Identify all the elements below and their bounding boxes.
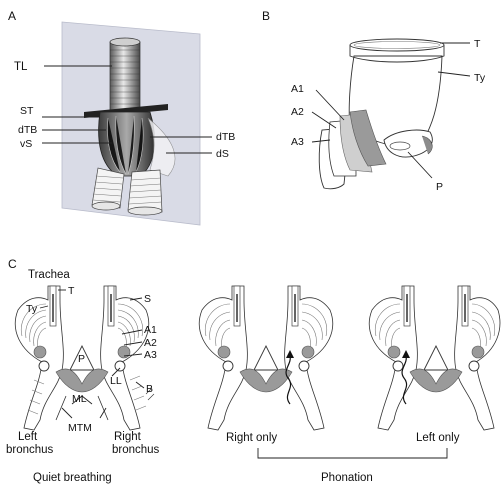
label-c-p: P <box>78 353 85 365</box>
panel-b: B T Ty A1 A2 A3 P <box>262 9 486 193</box>
label-t: T <box>474 38 481 50</box>
label-c-s: S <box>144 293 151 305</box>
label-c-ll: LL <box>110 375 122 387</box>
label-c-a3: A3 <box>144 349 157 361</box>
label-c-b: B <box>146 383 153 395</box>
label-tl: TL <box>14 61 28 73</box>
phonation-bracket <box>258 448 447 458</box>
label-a2: A2 <box>291 106 304 118</box>
syrinx-right-only <box>199 286 332 430</box>
label-ty: Ty <box>474 72 486 84</box>
tracheal-ring-top <box>350 39 444 51</box>
panel-b-letter: B <box>262 9 270 23</box>
syrinx-left-only <box>369 286 500 430</box>
caption-left-only: Left only <box>416 432 460 444</box>
label-c-a1: A1 <box>144 324 157 336</box>
label-a3: A3 <box>291 136 304 148</box>
panel-a: A <box>8 9 235 225</box>
panel-c-letter: C <box>8 257 17 271</box>
panel-c: C <box>6 257 500 484</box>
label-p: P <box>436 181 443 193</box>
trachea-tube <box>110 38 140 112</box>
caption-right-only: Right only <box>226 432 277 444</box>
label-st: ST <box>20 105 34 117</box>
label-ds: dS <box>216 148 229 160</box>
label-a1: A1 <box>291 83 304 95</box>
label-c-a2: A2 <box>144 337 157 349</box>
label-dtb-left: dTB <box>18 124 37 136</box>
label-c-t: T <box>68 285 75 297</box>
label-c-mtm: MTM <box>68 422 92 434</box>
label-left-bronchus-2: bronchus <box>6 444 54 456</box>
label-trachea: Trachea <box>28 269 70 281</box>
label-right-bronchus-1: Right <box>114 431 142 443</box>
caption-quiet-breathing: Quiet breathing <box>33 472 112 484</box>
panel-a-letter: A <box>8 9 16 23</box>
label-left-bronchus-1: Left <box>18 431 38 443</box>
label-c-ty: Ty <box>26 303 38 315</box>
label-vs: vS <box>20 138 32 150</box>
label-dtb-right: dTB <box>216 131 235 143</box>
label-right-bronchus-2: bronchus <box>112 444 160 456</box>
caption-phonation: Phonation <box>321 472 373 484</box>
label-c-ml: ML <box>72 393 87 405</box>
